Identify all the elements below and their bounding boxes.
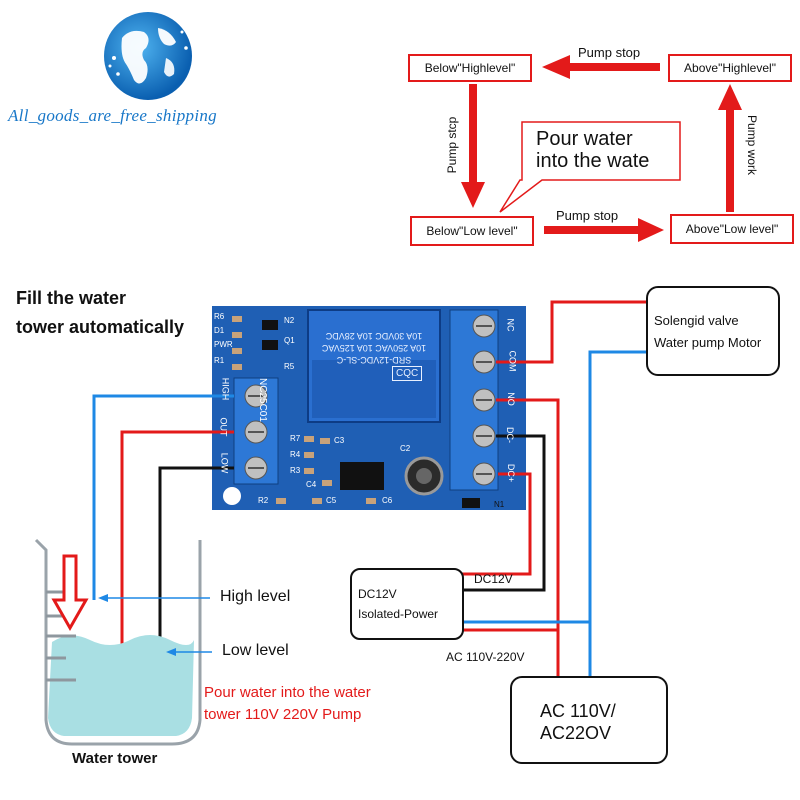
relay-line-1: SRD-12VDC-SL-C [336,355,412,365]
wire-high-probe [92,394,234,600]
brand-logo [100,8,196,104]
arrow-bottom-label: Pump stop [556,208,619,223]
comp-r3: R3 [290,466,301,475]
wire-low-probe [158,466,234,656]
comp-r7: R7 [290,434,301,443]
callout-line2: into the wate [536,150,650,172]
comp-n1: N1 [494,500,505,509]
pour-note: Pour water into the water tower 110V 220… [204,682,371,726]
comp-pwr: PWR [214,340,233,349]
ac-line2: AC22OV [540,723,612,743]
wire-out-probe [120,430,234,700]
callout-line1: Pour water [536,128,633,150]
right-pin-labels: NC COM NO DC- DC+ [502,312,524,492]
tank-water [48,635,194,736]
pin-high: HIGH [220,377,231,401]
brand-name: All_goods_are_free_shipping [8,106,217,125]
level-pointers [98,594,212,656]
comp-r2: R2 [258,496,269,505]
comp-c4: C4 [306,480,317,489]
comp-c2: C2 [400,444,411,453]
comp-r1: R1 [214,356,225,365]
comp-r6: R6 [214,312,225,321]
load-line1: Solengid valve [654,313,739,328]
relay-cert: CQC [392,366,423,381]
wire-blue-load [588,350,650,680]
pin-dc-minus: DC- [505,427,515,443]
state-below-high: Below"Highlevel" [408,54,532,82]
state-above-high: Above"Highlevel" [668,54,792,82]
ac-wire-label: AC 110V-220V [446,650,525,664]
comp-r4: R4 [290,450,301,459]
comp-c3: C3 [334,436,345,445]
psu-line2: Isolated-Power [358,607,439,621]
wire-dc-minus [462,434,546,592]
relay-line-3: 10A 30VDC 10A 28VDC [325,331,423,341]
beaker-outline [34,538,202,746]
comp-c5: C5 [326,496,337,505]
led-n1 [462,498,480,508]
board-model: NC25C01 [257,378,268,422]
pin-out: OUT [218,417,229,437]
psu-wire-label: DC12V [474,572,513,586]
load-line2: Water pump Motor [654,335,762,350]
pour-line2: tower 110V 220V Pump [204,706,362,723]
comp-c6: C6 [382,496,393,505]
comp-r5: R5 [284,362,295,371]
smd-components [232,316,376,504]
comp-n2: N2 [284,316,295,325]
ac-source: AC 110V/ AC22OV [510,676,668,764]
load-device: Solengid valve Water pump Motor [646,286,780,376]
pin-dc-plus: DC+ [506,463,517,483]
comp-q1: Q1 [284,336,295,345]
tank-caption: Water tower [72,750,158,767]
high-level-label: High level [220,588,291,605]
pin-com: COM [507,350,518,372]
title-line2: tower automatically [16,317,185,337]
psu-line1: DC12V [358,587,397,601]
pin-no: NO [505,392,516,406]
transistors [262,320,278,350]
psu-device: DC12V Isolated-Power [350,568,464,640]
pour-line1: Pour water into the water [204,684,371,701]
right-screws [472,314,496,486]
low-level-label: Low level [222,642,289,659]
wire-red-top [496,300,650,364]
callout-text: Pour water into the wate [536,128,649,172]
pin-low: LOW [219,452,230,474]
relay-label: SRD-12VDC-SL-C 10A 250VAC 10A 125VAC 10A… [318,316,430,366]
state-above-low: Above"Low level" [670,214,794,244]
globe-icon [104,12,192,100]
relay-line-2: 10A 250VAC 10A 125VAC [321,343,427,353]
title-line1: Fill the water [16,288,127,308]
left-pin-labels: HIGH OUT LOW [214,378,232,484]
left-screws [244,384,268,480]
pin-nc: NC [505,318,516,332]
arrow-top-label: Pump stop [578,45,641,60]
page-title: Fill the water tower automatically [16,284,184,342]
wire-red-no [496,398,560,680]
comp-d1: D1 [214,326,225,335]
ic-chip [340,462,384,490]
capacitor-small [416,468,432,484]
mount-hole-icon [223,487,241,505]
state-below-low: Below"Low level" [410,216,534,246]
pour-arrow [51,554,89,632]
ac-line1: AC 110V/ [540,701,616,721]
